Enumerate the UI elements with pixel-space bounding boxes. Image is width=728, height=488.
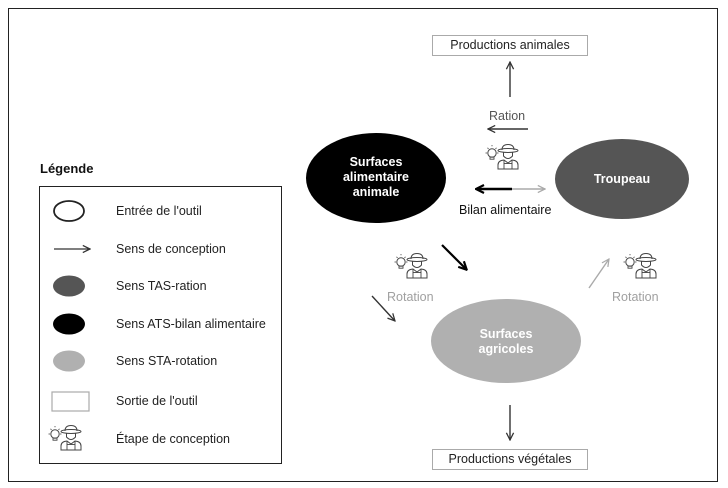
productions-vegetales-box: Productions végétales	[432, 449, 588, 470]
legend-label-tas-ration: Sens TAS-ration	[116, 279, 207, 293]
bilan-alimentaire-label: Bilan alimentaire	[459, 203, 552, 217]
legend-title: Légende	[40, 161, 94, 176]
legend-box	[39, 186, 282, 464]
surfaces-alimentaire-node	[306, 133, 446, 223]
troupeau-label: Troupeau	[593, 172, 651, 186]
black-ellipse-icon	[53, 313, 85, 335]
ration-label: Ration	[489, 109, 526, 123]
legend-label-ats-bilan: Sens ATS-bilan alimentaire	[116, 317, 266, 331]
ellipse-outline-icon	[53, 200, 85, 222]
legend-label-sta-rotation: Sens STA-rotation	[116, 354, 218, 368]
legend-label-entree: Entrée de l'outil	[116, 204, 202, 218]
farmer-idea-icon	[48, 425, 82, 451]
farmer-idea-icon	[485, 144, 519, 170]
farmer-idea-icon	[394, 253, 428, 279]
diagram-frame	[8, 8, 718, 482]
output-rectangle-icon	[51, 391, 90, 412]
rotation-right-label: Rotation	[612, 290, 659, 304]
light-gray-ellipse-icon	[53, 350, 85, 372]
rotation-left-label: Rotation	[387, 290, 434, 304]
arrow-rotation-right	[588, 259, 609, 289]
legend-label-sens-conception: Sens de conception	[116, 242, 226, 256]
surfaces-agricoles-label: Surfaces agricoles	[478, 327, 534, 356]
legend-label-etape: Étape de conception	[116, 432, 230, 446]
arrow-rotation-left-thin	[371, 295, 395, 321]
productions-animales-box: Productions animales	[432, 35, 588, 56]
legend-label-sortie: Sortie de l'outil	[116, 394, 198, 408]
dark-gray-ellipse-icon	[53, 275, 85, 297]
surfaces-alimentaire-label: Surfaces alimentaire animale	[342, 155, 409, 199]
farmer-idea-icon	[623, 253, 657, 279]
surfaces-agricoles-node	[431, 299, 581, 383]
arrow-rotation-left-bold	[441, 244, 466, 269]
troupeau-node	[555, 139, 689, 219]
